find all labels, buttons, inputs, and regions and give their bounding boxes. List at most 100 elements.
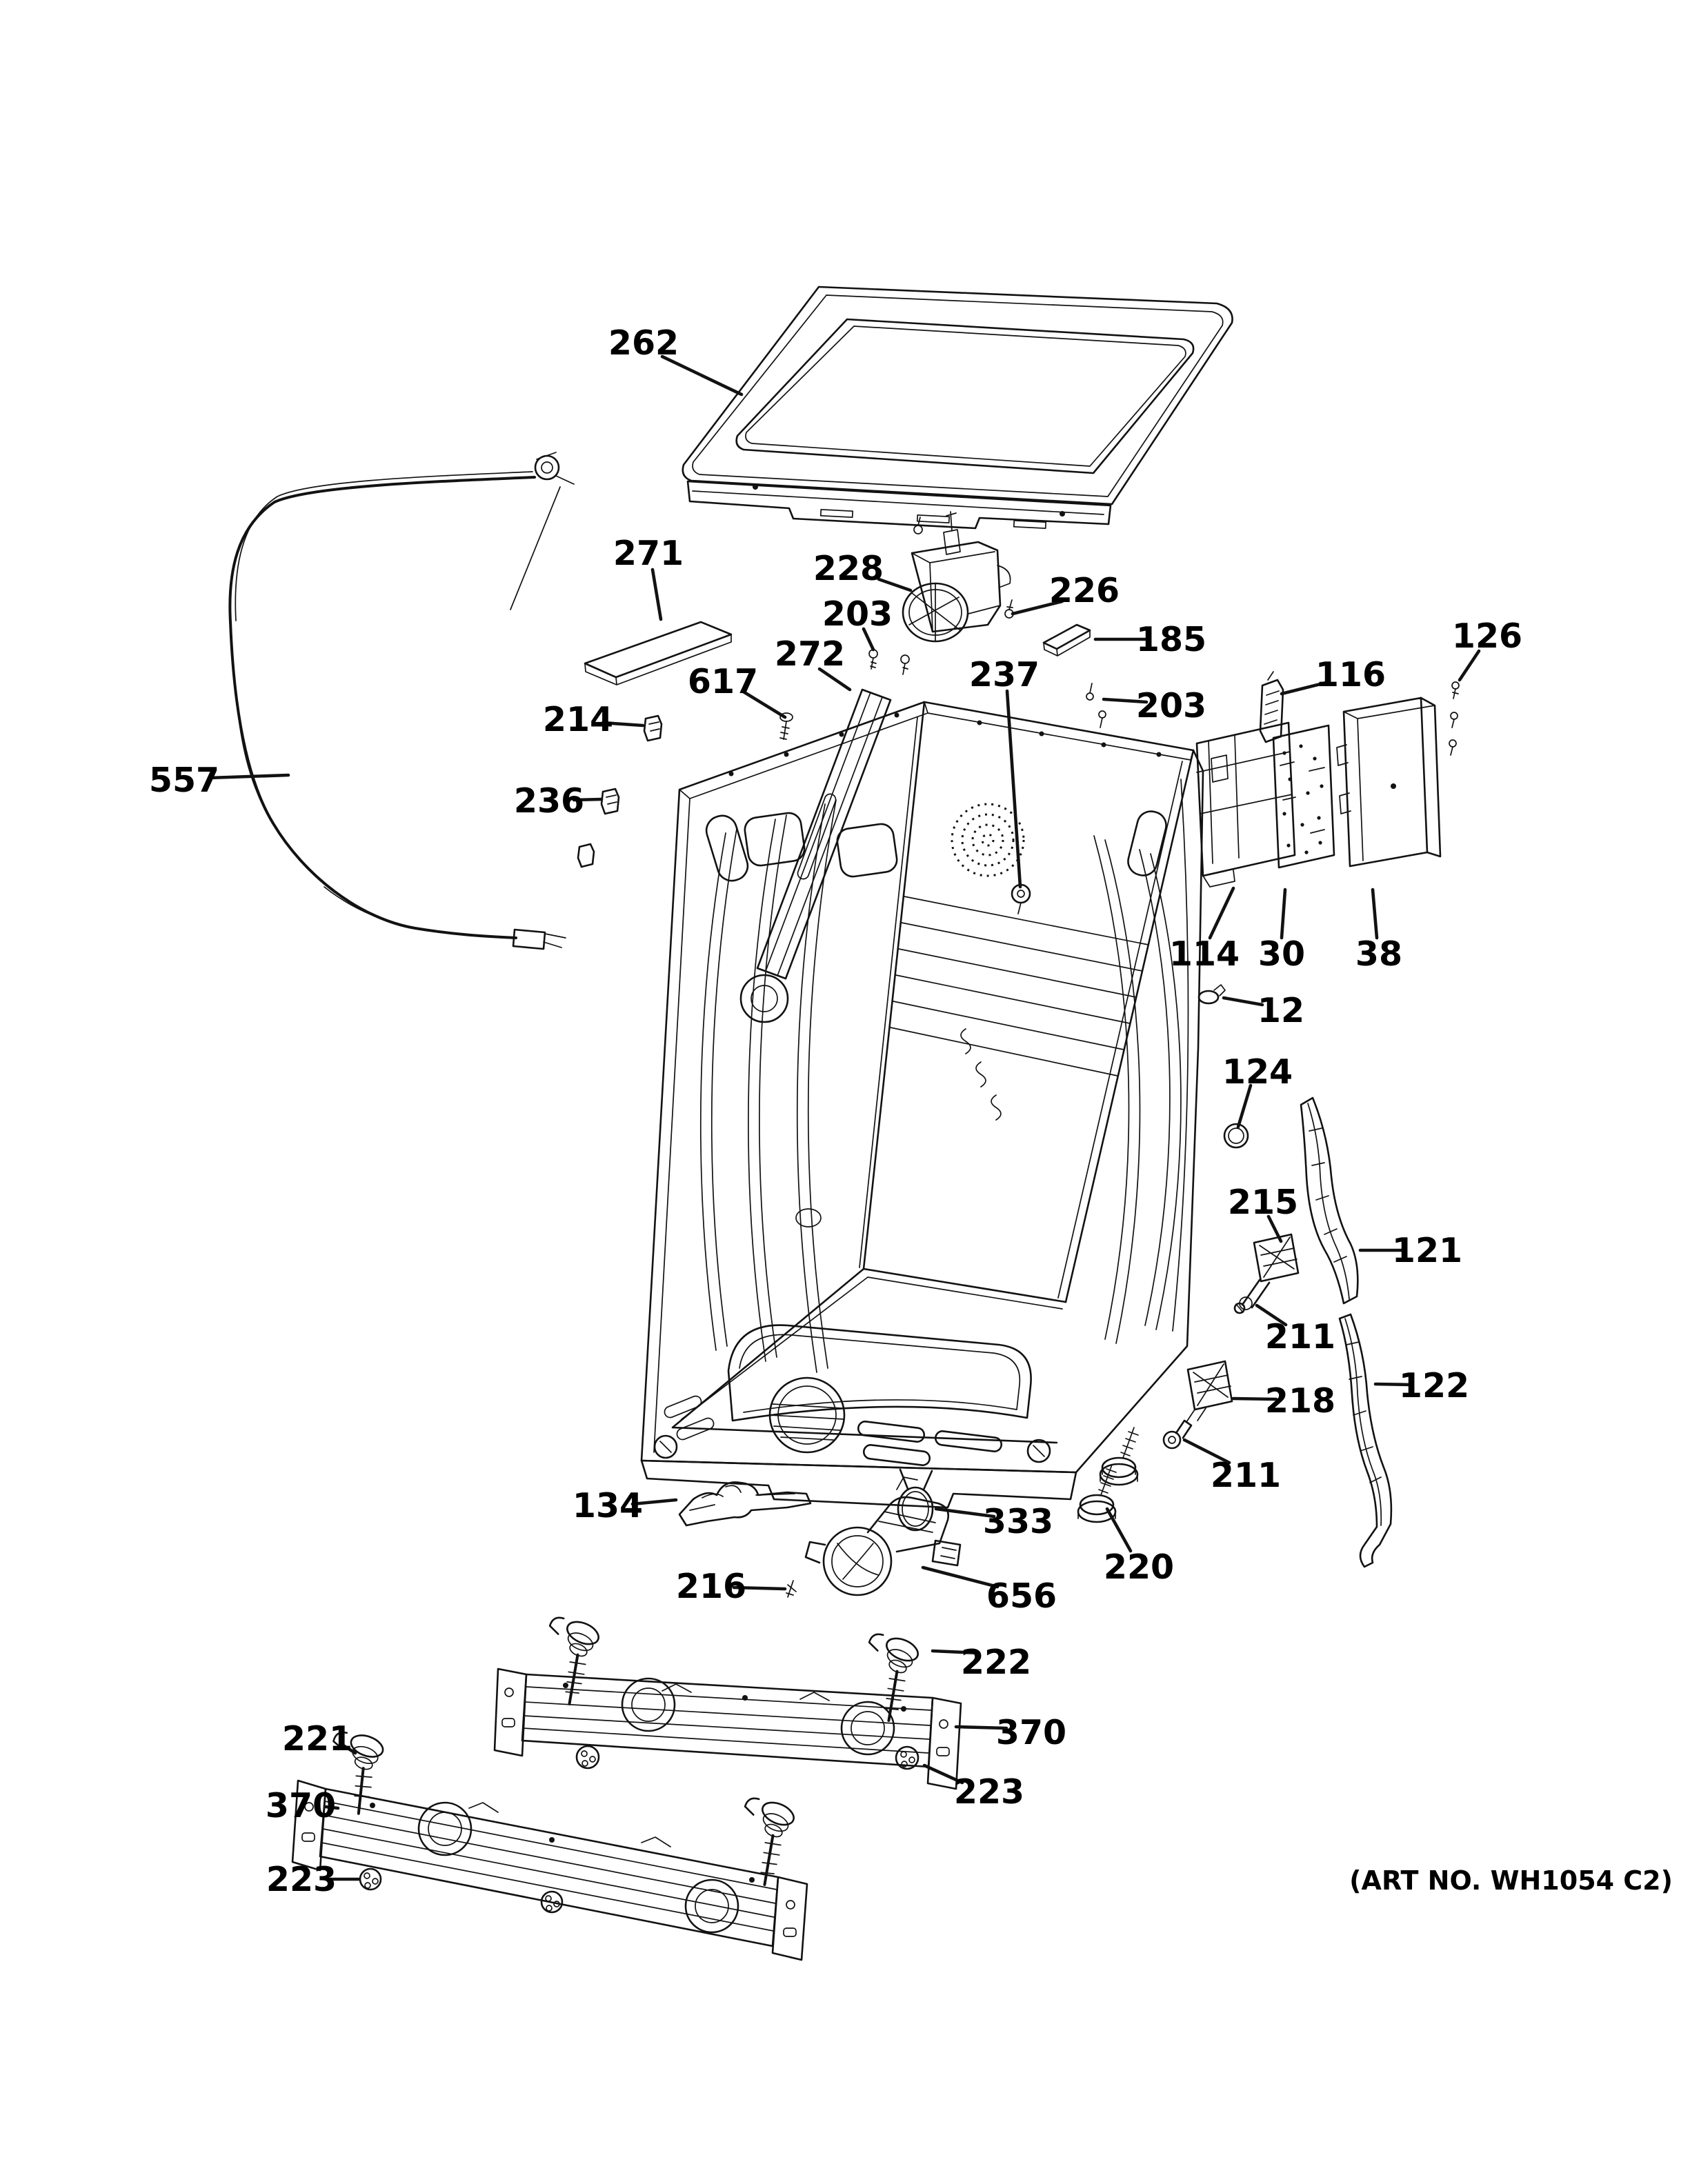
leader-line bbox=[921, 1565, 1000, 1589]
leader-line bbox=[1266, 1214, 1283, 1243]
part-number-label: 214 bbox=[543, 700, 613, 739]
trim-strip-121 bbox=[1300, 1096, 1359, 1305]
leader-line bbox=[1373, 1382, 1414, 1387]
part-number-label: 222 bbox=[961, 1643, 1031, 1682]
screw-set-126 bbox=[1449, 681, 1460, 756]
dispenser-funnel-drawing bbox=[868, 511, 1014, 675]
leveling-foot-220a bbox=[1099, 1427, 1139, 1486]
callout-30-control-board: 30 bbox=[1258, 888, 1305, 974]
leader-line bbox=[1105, 1507, 1133, 1553]
part-number-label: 215 bbox=[1228, 1183, 1298, 1222]
callout-211-damper-pin: 211 bbox=[1255, 1303, 1335, 1356]
callout-124-o-ring: 124 bbox=[1222, 1052, 1293, 1129]
foot-pad-223a bbox=[895, 1745, 919, 1770]
callout-185-label-pad: 185 bbox=[1093, 620, 1206, 659]
part-number-label: 333 bbox=[983, 1502, 1053, 1541]
clip-236 bbox=[600, 788, 620, 815]
screw-617 bbox=[779, 712, 793, 740]
foot-pad-223b bbox=[359, 1867, 382, 1891]
part-number-label: 370 bbox=[996, 1713, 1066, 1752]
part-number-label: 211 bbox=[1265, 1317, 1335, 1356]
clip-bracket-116 bbox=[1259, 671, 1284, 743]
callout-272-support-rail: 272 bbox=[775, 634, 852, 692]
leader-line bbox=[934, 1507, 996, 1519]
part-number-label: 228 bbox=[813, 549, 884, 588]
callout-121-trim-strip: 121 bbox=[1358, 1231, 1462, 1270]
damper-218 bbox=[1186, 1360, 1233, 1423]
leader-line bbox=[817, 667, 852, 692]
part-number-label: 12 bbox=[1257, 991, 1304, 1030]
leader-line bbox=[1208, 886, 1235, 940]
callout-228-dispenser-funnel: 228 bbox=[813, 549, 913, 592]
leveling-leg-a bbox=[548, 1616, 599, 1705]
leader-line bbox=[1011, 599, 1064, 616]
callout-262-top-panel: 262 bbox=[608, 323, 744, 397]
part-number-label: 272 bbox=[775, 634, 845, 674]
leader-line bbox=[1236, 1083, 1253, 1129]
leader-line bbox=[1255, 1303, 1288, 1327]
callout-220-leveling-foot: 220 bbox=[1104, 1507, 1174, 1587]
leader-line bbox=[650, 568, 663, 621]
part-number-label: 134 bbox=[573, 1486, 643, 1525]
leveling-foot-220b bbox=[1077, 1464, 1117, 1523]
grommet-237 bbox=[1011, 883, 1031, 914]
support-rail-272 bbox=[756, 688, 892, 980]
callout-203-screw: 203 bbox=[822, 594, 893, 652]
part-number-label: 656 bbox=[986, 1576, 1057, 1616]
leader-line bbox=[1280, 681, 1328, 696]
callout-222-leveling-leg: 222 bbox=[931, 1643, 1031, 1682]
foot-pad-a bbox=[575, 1745, 600, 1770]
leveling-leg-d bbox=[744, 1797, 795, 1886]
leader-line bbox=[1005, 689, 1022, 889]
screw-207 bbox=[900, 654, 910, 675]
part-number-label: 617 bbox=[688, 662, 758, 701]
part-number-label: 126 bbox=[1452, 617, 1522, 656]
part-number-label: 237 bbox=[969, 655, 1040, 694]
base-rail-front-370 bbox=[493, 1667, 962, 1790]
callout-126-screw-set: 126 bbox=[1452, 617, 1522, 682]
leader-line bbox=[922, 1763, 964, 1785]
hose-clamp-333 bbox=[897, 1468, 934, 1532]
part-number-label: 121 bbox=[1392, 1231, 1462, 1270]
trim-strip-122 bbox=[1338, 1313, 1393, 1568]
callout-211-damper-pin: 211 bbox=[1182, 1438, 1281, 1495]
clip-12 bbox=[1197, 984, 1226, 1005]
part-number-label: 226 bbox=[1049, 571, 1120, 610]
callout-557-power-cord: 557 bbox=[149, 761, 290, 800]
callout-122-trim-strip: 122 bbox=[1373, 1366, 1469, 1405]
part-number-label: 370 bbox=[266, 1786, 336, 1825]
art-number: (ART NO. WH1054 C2) bbox=[1349, 1865, 1673, 1896]
insulation-pad-drawing bbox=[584, 621, 733, 685]
leveling-leg-221 bbox=[332, 1731, 384, 1815]
top-panel-drawing bbox=[682, 285, 1233, 530]
callout-370-base-rail: 370 bbox=[266, 1786, 340, 1825]
callout-12-clip: 12 bbox=[1222, 991, 1304, 1030]
callout-223-foot-pad: 223 bbox=[922, 1763, 1024, 1812]
callout-226-screw: 226 bbox=[1011, 571, 1120, 616]
board-bracket-114 bbox=[1195, 721, 1296, 888]
callout-237-grommet: 237 bbox=[969, 655, 1040, 889]
part-number-label: 124 bbox=[1222, 1052, 1293, 1092]
leader-line bbox=[324, 1805, 340, 1810]
callout-271-insulation-pad: 271 bbox=[613, 534, 684, 621]
damper-pin-211a bbox=[1233, 1302, 1246, 1314]
leader-line bbox=[660, 354, 744, 397]
leader-line bbox=[877, 577, 913, 592]
ground-bracket-134 bbox=[678, 1481, 812, 1527]
control-board-30 bbox=[1272, 724, 1335, 869]
leader-line bbox=[732, 1585, 787, 1591]
leader-line bbox=[1102, 697, 1149, 704]
part-number-label: 271 bbox=[613, 534, 684, 573]
part-number-label: 223 bbox=[954, 1772, 1024, 1812]
screws-203-rear bbox=[1086, 683, 1106, 728]
part-number-label: 116 bbox=[1315, 655, 1386, 694]
part-number-label: 221 bbox=[282, 1719, 352, 1759]
foot-pad-b bbox=[540, 1890, 564, 1914]
callout-134-ground-bracket: 134 bbox=[573, 1486, 678, 1525]
power-cord-drawing bbox=[228, 452, 575, 950]
part-number-label: 211 bbox=[1211, 1456, 1281, 1495]
cabinet-drawing bbox=[640, 688, 1204, 1509]
leader-line bbox=[931, 1649, 981, 1655]
part-number-label: 38 bbox=[1355, 934, 1402, 974]
label-pad-drawing bbox=[1042, 623, 1091, 657]
